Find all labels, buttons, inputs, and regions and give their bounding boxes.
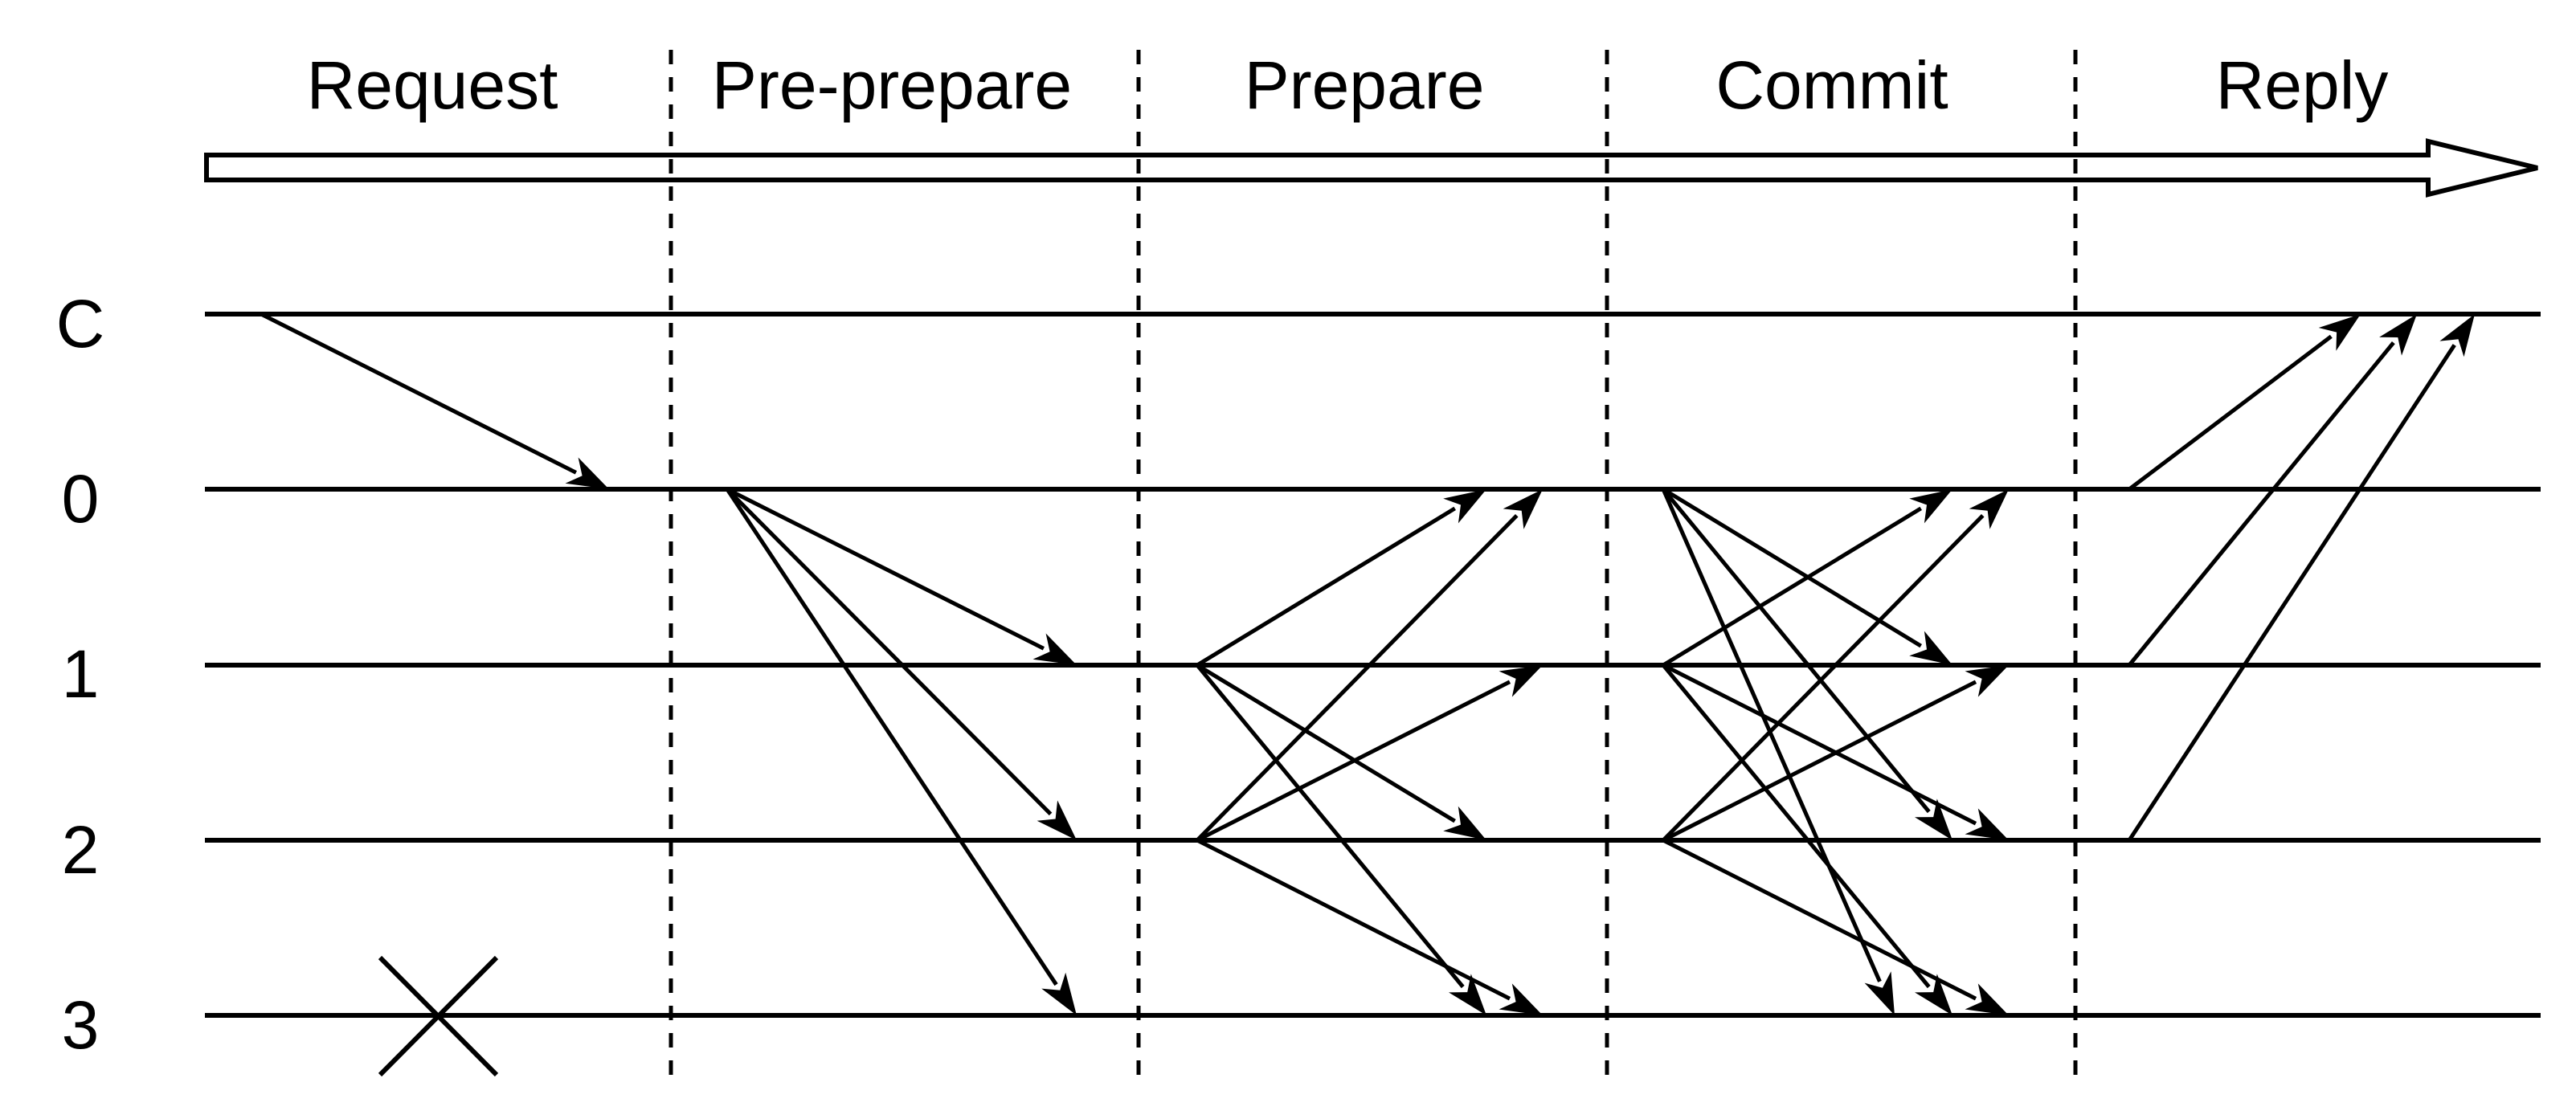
message-arrow-reply-1-to-C bbox=[2128, 314, 2417, 667]
phase-label-reply: Reply bbox=[2216, 47, 2389, 123]
message-arrow-prepare-2-to-3 bbox=[1196, 838, 1543, 1015]
node-label-1: 1 bbox=[62, 636, 100, 712]
message-arrow-prepare-2-to-0 bbox=[1196, 489, 1543, 842]
message-arrow-request-C-to-0 bbox=[260, 312, 609, 489]
message-arrow-commit-2-to-1 bbox=[1662, 665, 2009, 843]
message-arrow-pre-prepare-0-to-2 bbox=[726, 488, 1077, 840]
message-arrow-commit-1-to-0 bbox=[1662, 489, 1952, 668]
message-arrow-commit-2-to-0 bbox=[1662, 489, 2009, 842]
phase-label-request: Request bbox=[307, 47, 558, 123]
message-arrow-reply-2-to-C bbox=[2127, 314, 2475, 842]
message-arrow-prepare-1-to-0 bbox=[1196, 489, 1486, 668]
message-arrow-pre-prepare-0-to-1 bbox=[726, 487, 1077, 665]
node-label-client: C bbox=[56, 286, 105, 361]
phase-label-pre-prepare: Pre-prepare bbox=[712, 47, 1072, 123]
message-arrow-prepare-2-to-1 bbox=[1196, 665, 1543, 843]
time-arrow bbox=[204, 138, 2538, 198]
phase-label-commit: Commit bbox=[1715, 47, 1948, 123]
node-label-3: 3 bbox=[62, 987, 100, 1063]
message-arrow-prepare-1-to-3 bbox=[1196, 664, 1486, 1015]
message-arrow-commit-0-to-3 bbox=[1661, 488, 1895, 1015]
node-label-0: 0 bbox=[62, 461, 100, 537]
message-arrows bbox=[260, 312, 2475, 1015]
message-arrow-commit-1-to-2 bbox=[1662, 663, 2009, 840]
message-arrow-commit-1-to-3 bbox=[1662, 664, 1952, 1015]
message-arrow-commit-0-to-2 bbox=[1662, 488, 1952, 840]
message-arrow-commit-2-to-3 bbox=[1662, 838, 2009, 1015]
failure-cross-icon bbox=[378, 955, 499, 1077]
message-arrow-reply-0-to-C bbox=[2128, 314, 2361, 491]
message-arrow-prepare-1-to-2 bbox=[1196, 663, 1486, 840]
node-label-2: 2 bbox=[62, 812, 100, 888]
phase-label-prepare: Prepare bbox=[1245, 47, 1485, 123]
message-arrow-pre-prepare-0-to-3 bbox=[725, 488, 1077, 1015]
